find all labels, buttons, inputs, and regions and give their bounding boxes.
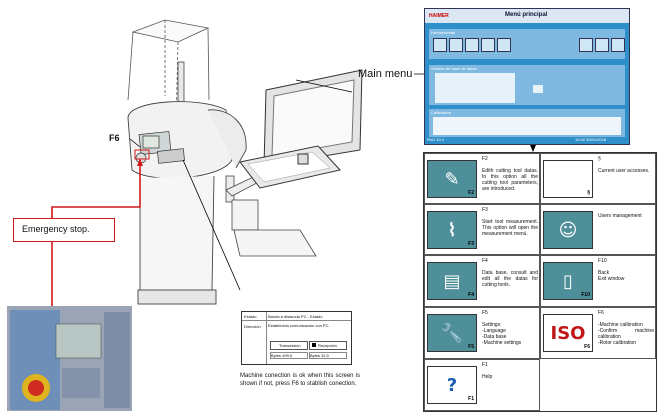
transmit-label: Transmisión (279, 343, 301, 348)
menu-key-label-5: F10 (598, 258, 607, 264)
menu-key-2: F3 (468, 241, 474, 247)
connection-dialog: Estado Banda a distancia PC - Estado Dir… (241, 311, 352, 365)
menu-key-label-7: F6 (598, 310, 604, 316)
arrow-to-table (530, 145, 536, 152)
menu-desc-1: Current user accesses. (598, 168, 650, 174)
screen-brand: HAIMER (429, 13, 449, 19)
help-icon[interactable]: ?F1 (427, 366, 477, 404)
emergency-stop-label: Emergency stop. (22, 224, 90, 234)
receive-button[interactable]: Recepción (309, 341, 347, 350)
menu-key-6: F5 (468, 344, 474, 350)
menu-key-5: F10 (581, 292, 590, 298)
screen-list-panel: Gestión de base de datos (429, 65, 625, 105)
monitor (239, 69, 363, 189)
menu-key-label-2: F3 (482, 207, 488, 213)
measurement-icon[interactable]: ⌇F3 (427, 211, 477, 249)
menu-key-label-0: F2 (482, 156, 488, 162)
receive-label: Recepción (318, 343, 337, 348)
screen-title: Menú principal (505, 12, 548, 18)
section-access-icon[interactable]: §§ (543, 160, 593, 198)
dialog-row2-label: Dirección (244, 324, 261, 329)
bytes-received: Bytes 32,0 (309, 352, 347, 359)
f6-label: F6 (109, 133, 120, 143)
menu-key-label-1: § (598, 156, 601, 162)
menu-desc-8: Help (482, 374, 493, 380)
menu-key-label-4: F4 (482, 258, 488, 264)
menu-cell-1: §§§Current user accesses. (540, 153, 656, 204)
users-icon[interactable]: ☺ (543, 211, 593, 249)
menu-desc-4: Data base, consult and edit all the data… (482, 270, 538, 288)
menu-desc-7: -Machine calibration -Confirm machine ca… (598, 322, 654, 346)
menu-desc-0: Edith cutting tool datas. In this option… (482, 168, 538, 192)
menu-key-8: F1 (468, 396, 474, 402)
panel-photo (7, 306, 132, 411)
database-icon[interactable]: ▤F4 (427, 262, 477, 300)
menu-cell-3: ☺ Users management (540, 204, 656, 255)
screen-footer-right: 10:40 30/01/2018 (575, 137, 607, 142)
screen-toolbar: Herramientas (429, 29, 625, 59)
menu-key-7: F6 (584, 344, 590, 350)
emergency-stop-box: Emergency stop. (13, 218, 115, 242)
menu-key-label-6: F5 (482, 310, 488, 316)
screen-section-1: Herramientas (431, 30, 456, 35)
menu-desc-2: Start tool measurement. This option will… (482, 219, 538, 237)
dialog-row2-value: Establecida comunicación con PC. (268, 323, 330, 328)
menu-key-1: § (587, 190, 590, 196)
control-panel (135, 131, 185, 164)
screen-footer-left: PAO 10.1 (427, 137, 445, 142)
edit-tool-icon[interactable]: ✎F2 (427, 160, 477, 198)
menu-desc-6: Settings: -Language -Data base -Machine … (482, 322, 522, 346)
menu-key-4: F4 (468, 292, 474, 298)
connection-note: Machine conection is ok when this screen… (240, 373, 360, 387)
wrench-icon[interactable]: 🔧F5 (427, 314, 477, 352)
exit-door-icon[interactable]: ▯F10 (543, 262, 593, 300)
main-menu-screen: HAIMER Menú principal Herramientas Gesti… (424, 8, 630, 145)
bytes-sent: Bytes 499,0 (270, 352, 308, 359)
dialog-row1-value: Banda a distancia PC - Estado (268, 314, 323, 319)
main-menu-label: Main menu (358, 68, 413, 80)
menu-desc-3: Users management (598, 213, 642, 219)
dialog-row1-label: Estado (244, 314, 257, 319)
menu-key-0: F2 (468, 190, 474, 196)
screen-section-2: Gestión de base de datos (431, 66, 477, 71)
transmit-button[interactable]: Transmisión (270, 341, 308, 350)
menu-desc-5: Back Exit window (598, 270, 625, 282)
screen-table-panel: Calibración (429, 109, 625, 137)
screen-section-3: Calibración (431, 110, 452, 115)
machine-body (127, 101, 247, 305)
menu-key-label-8: F1 (482, 362, 488, 368)
f6-key-box (134, 149, 150, 160)
